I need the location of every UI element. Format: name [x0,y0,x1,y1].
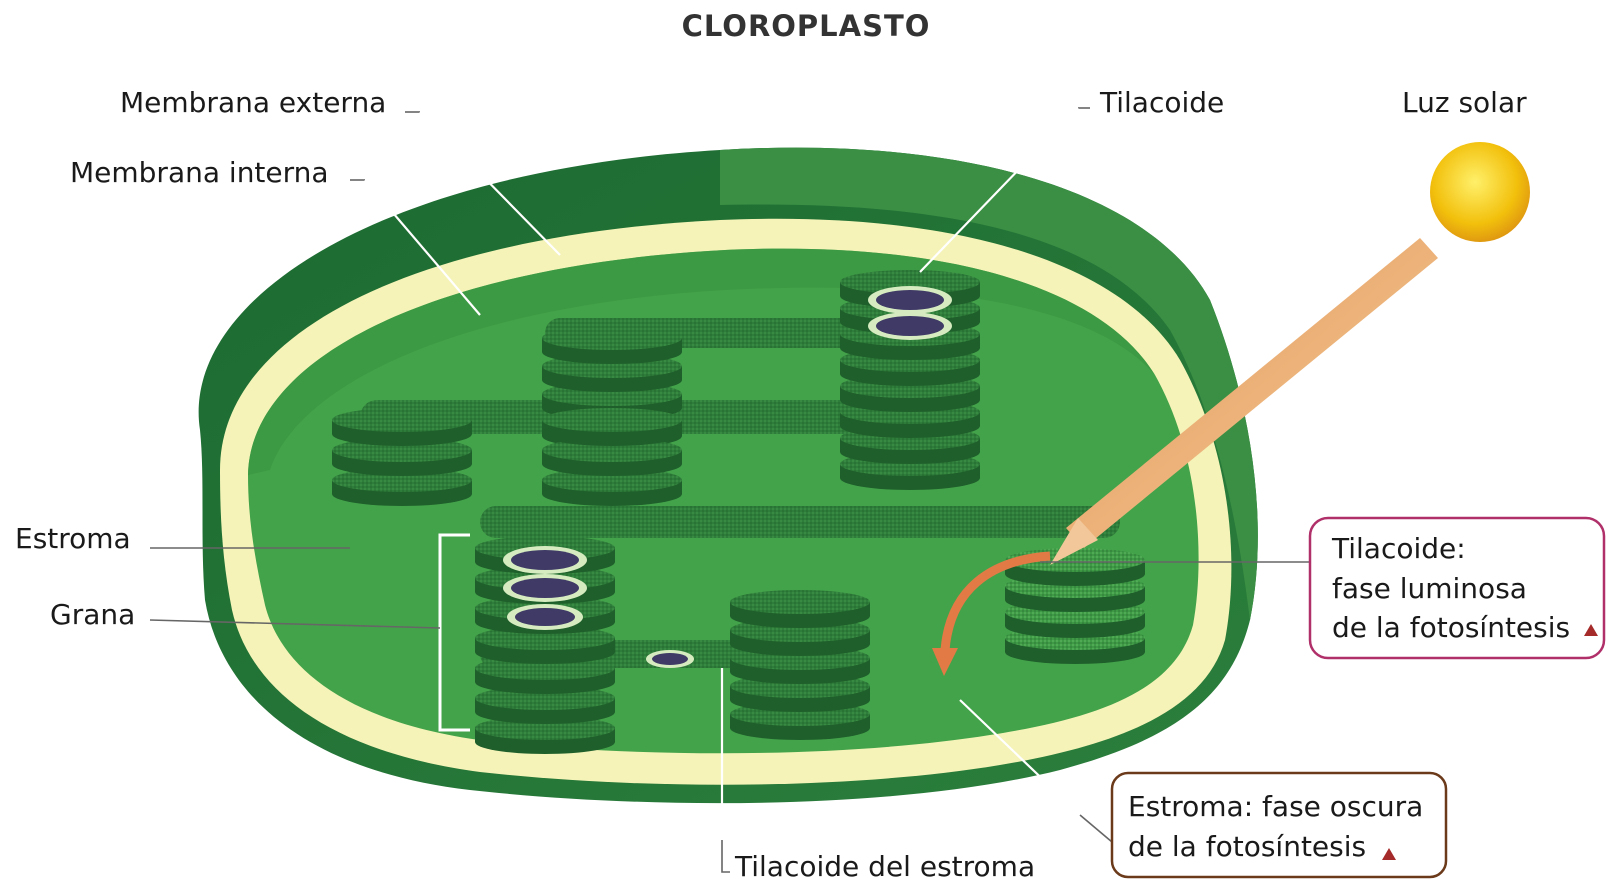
callout-luminosa-line2: fase luminosa [1332,572,1527,605]
callout-oscura-line1: Estroma: fase oscura [1128,790,1423,823]
label-grana: Grana [50,598,135,631]
label-membrana-interna: Membrana interna [70,156,329,189]
diagram-title: CLOROPLASTO [682,9,931,43]
label-estroma: Estroma [15,522,131,555]
callout-fase-luminosa: Tilacoide: fase luminosa de la fotosínte… [1310,518,1604,658]
callout-fase-oscura: Estroma: fase oscura de la fotosíntesis [1112,773,1446,877]
label-luz-solar: Luz solar [1402,86,1527,119]
callout-luminosa-line3: de la fotosíntesis [1332,611,1570,644]
label-tilacoide-estroma: Tilacoide del estroma [734,850,1035,882]
label-membrana-externa: Membrana externa [120,86,386,119]
thylakoid-disc [542,408,682,432]
callout-luminosa-line1: Tilacoide: [1331,532,1466,565]
label-tilacoide: Tilacoide [1099,86,1224,119]
sun-icon [1430,142,1530,242]
thylakoid-disc [730,590,870,614]
thylakoid-disc [542,326,682,350]
callout-oscura-line2: de la fotosíntesis [1128,830,1366,863]
thylakoid-disc [332,408,472,432]
